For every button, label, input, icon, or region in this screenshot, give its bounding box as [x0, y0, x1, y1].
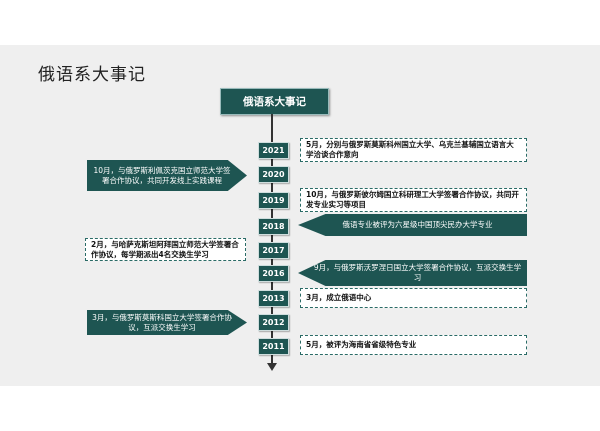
timeline-axis — [271, 114, 273, 366]
slide-title: 俄语系大事记 — [38, 65, 146, 85]
event-2013: 3月，成立俄语中心 — [300, 288, 527, 308]
year-2020: 2020 — [258, 166, 289, 183]
event-2016: 9月，与俄罗斯沃罗涅日国立大学签署合作协议，互派交换生学习 — [298, 260, 527, 286]
timeline-header: 俄语系大事记 — [220, 88, 329, 115]
year-2019: 2019 — [258, 192, 289, 209]
event-2021: 5月，分别与俄罗斯莫斯科州国立大学、乌克兰基辅国立语言大学洽谈合作意向 — [300, 138, 527, 162]
event-2018: 俄语专业被评为六星级中国顶尖民办大学专业 — [298, 214, 527, 236]
year-2016: 2016 — [258, 265, 289, 282]
year-2013: 2013 — [258, 290, 289, 307]
event-2011: 5月，被评为海南省省级特色专业 — [300, 335, 527, 355]
event-2012: 3月，与俄罗斯莫斯科国立大学签署合作协议，互派交换生学习 — [87, 310, 247, 335]
year-2018: 2018 — [258, 218, 289, 235]
slide: 俄语系大事记 俄语系大事记 2021 2020 2019 2018 2017 2… — [0, 45, 600, 386]
year-2021: 2021 — [258, 142, 289, 159]
year-2017: 2017 — [258, 242, 289, 259]
year-2012: 2012 — [258, 314, 289, 331]
year-2011: 2011 — [258, 338, 289, 355]
event-2019: 10月，与俄罗斯彼尔姆国立科研理工大学签署合作协议，共同开发专业实习等项目 — [300, 188, 527, 212]
event-2020: 10月，与俄罗斯利佩茨克国立师范大学签署合作协议，共同开发线上实践课程 — [87, 160, 247, 191]
event-2017: 2月，与哈萨克斯坦阿拜国立师范大学签署合作协议，每学期派出4名交换生学习 — [85, 238, 246, 261]
arrow-down-icon — [267, 363, 277, 371]
